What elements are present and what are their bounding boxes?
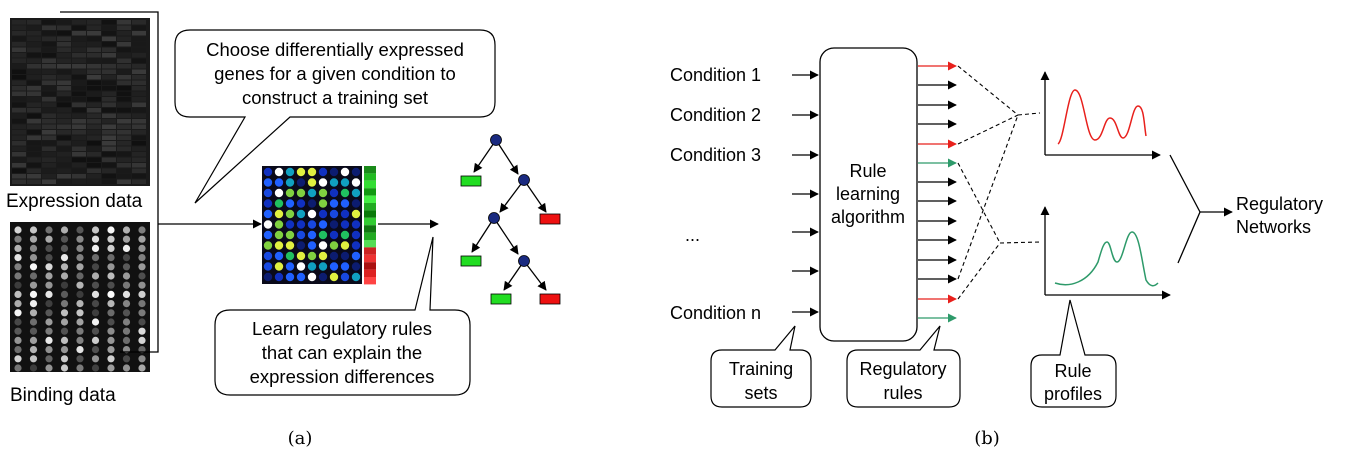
- callout-rule-profiles-text-2: profiles: [1044, 384, 1102, 404]
- callout-learn-text-2: that can explain the: [262, 342, 422, 363]
- condition-n-label: Condition n: [670, 303, 761, 323]
- algorithm-label-3: algorithm: [831, 207, 905, 227]
- callout-learn-text-1: Learn regulatory rules: [252, 318, 432, 339]
- input-arrows: [792, 70, 819, 317]
- rule-profile-plot-top: [1040, 71, 1161, 160]
- tree-node: [518, 255, 530, 267]
- rule-learning-algorithm-box: [819, 47, 918, 342]
- callout-regulatory-rules: [846, 325, 961, 408]
- binding-data-label: Binding data: [10, 385, 116, 406]
- callout-regulatory-rules-text-2: rules: [883, 383, 922, 403]
- condition-1-label: Condition 1: [670, 65, 761, 85]
- callout-regulatory-rules-text-1: Regulatory: [859, 359, 946, 379]
- tree-node: [490, 134, 502, 146]
- caption-b: (b): [974, 428, 1000, 449]
- regulatory-networks-label-2: Networks: [1236, 217, 1311, 237]
- ellipsis-label: ...: [685, 225, 700, 245]
- profile-curve-green: [1054, 231, 1159, 287]
- dashed-connectors: [957, 65, 1041, 300]
- binding-data-image: [10, 222, 150, 372]
- callout-training-sets: [710, 325, 812, 408]
- callout-learn-text-3: expression differences: [250, 366, 435, 387]
- callout-rule-profiles-text-1: Rule: [1054, 361, 1091, 381]
- regulatory-networks-label-1: Regulatory: [1236, 194, 1323, 214]
- callout-training-text-3: construct a training set: [242, 87, 428, 108]
- condition-3-label: Condition 3: [670, 145, 761, 165]
- caption-a: (a): [288, 428, 313, 449]
- class-label-bar: [364, 166, 376, 285]
- rule-profile-plot-bottom: [1040, 206, 1171, 300]
- callout-training-sets-text-1: Training: [729, 359, 793, 379]
- tree-leaf-green: [490, 293, 512, 305]
- panel-a: Expression data Binding data Choose diff…: [6, 11, 561, 449]
- callout-training-text-1: Choose differentially expressed: [206, 39, 464, 60]
- connector-bracket: [60, 11, 159, 353]
- callout-training-text-2: genes for a given condition to: [214, 63, 456, 84]
- condition-2-label: Condition 2: [670, 105, 761, 125]
- profile-curve-red: [1057, 89, 1147, 145]
- panel-b: Condition 1 Condition 2 Condition 3 ... …: [670, 47, 1323, 449]
- callout-training-set: [174, 29, 496, 204]
- decision-tree: [460, 134, 561, 305]
- tree-node: [488, 212, 500, 224]
- expression-data-image: [10, 18, 150, 186]
- output-rule-arrows: [918, 61, 957, 323]
- expression-data-label: Expression data: [6, 191, 143, 212]
- tree-leaf-red: [539, 293, 561, 305]
- tree-node: [518, 174, 530, 186]
- training-matrix-heatmap: [262, 166, 362, 284]
- tree-leaf-red: [539, 213, 561, 225]
- tree-leaf-green: [460, 255, 482, 267]
- callout-training-sets-text-2: sets: [744, 383, 777, 403]
- algorithm-label-2: learning: [836, 184, 900, 204]
- tree-leaf-green: [460, 175, 482, 187]
- callout-learn-rules: [214, 236, 471, 396]
- callout-rule-profiles: [1030, 299, 1117, 408]
- convergence-lines: [1169, 154, 1201, 264]
- algorithm-label-1: Rule: [849, 161, 886, 181]
